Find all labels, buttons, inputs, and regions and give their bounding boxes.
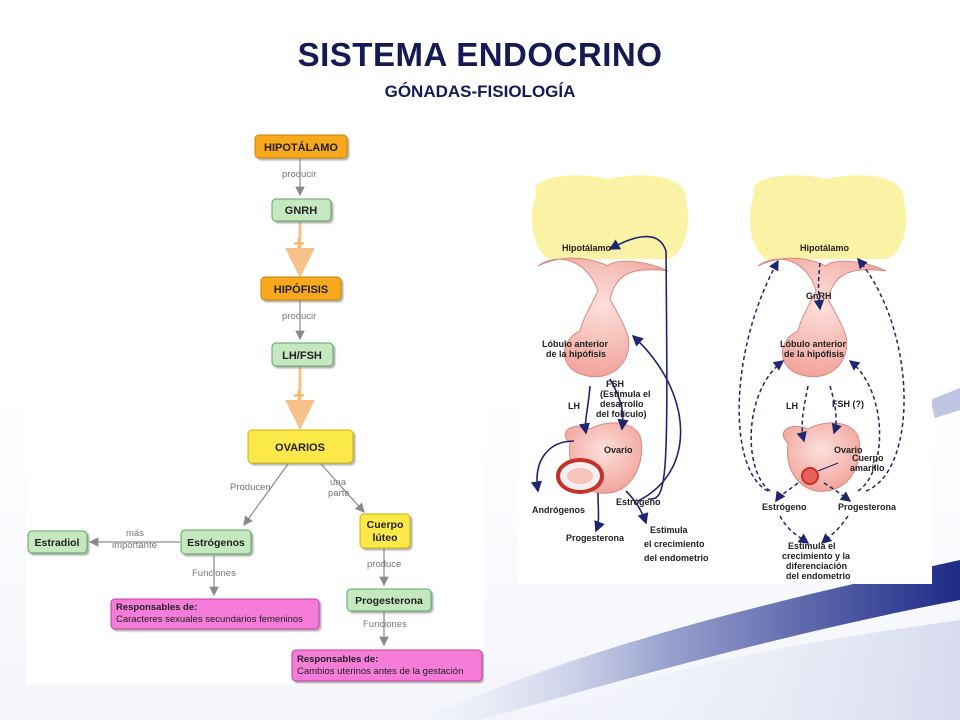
node-gnrh: GNRH xyxy=(271,198,332,222)
svg-text:Estrógeno: Estrógeno xyxy=(762,502,807,512)
link-label: importante xyxy=(112,540,157,551)
connector-ovarios-cuerpo xyxy=(320,463,365,513)
svg-text:del endometrio: del endometrio xyxy=(786,571,851,581)
svg-text:Estradiol: Estradiol xyxy=(35,537,80,549)
svg-text:de la hipófisis: de la hipófisis xyxy=(784,349,844,359)
link-label: Funciones xyxy=(363,619,407,630)
svg-text:(Estimula el: (Estimula el xyxy=(600,389,651,399)
illustration-right: Hipotálamo GnRH Lóbulo anterior de la hi… xyxy=(738,175,907,581)
plus-sign: + xyxy=(293,233,305,255)
illustration-left: Hipotálamo Lóbulo anterior de la hipófis… xyxy=(530,175,709,563)
node-hipofisis: HIPÓFISIS xyxy=(260,276,342,301)
link-label: más xyxy=(126,528,144,539)
node-responsables-1: Responsables de: Caracteres sexuales sec… xyxy=(110,598,320,630)
svg-text:crecimiento y la: crecimiento y la xyxy=(782,551,851,561)
feedback-diagram-panel: Hipotálamo Lóbulo anterior de la hipófis… xyxy=(518,171,932,584)
connector-ovarios-estrogenos xyxy=(243,463,289,526)
svg-text:Andrógenos: Andrógenos xyxy=(532,505,585,515)
svg-text:desarrollo: desarrollo xyxy=(600,399,644,409)
slide-title: SISTEMA ENDOCRINO xyxy=(297,36,663,73)
svg-text:Cuerpo: Cuerpo xyxy=(852,453,884,463)
svg-text:Hipotálamo: Hipotálamo xyxy=(800,243,850,253)
link-label: Funciones xyxy=(192,568,236,579)
svg-text:Progesterona: Progesterona xyxy=(355,595,423,607)
svg-text:el crecimiento: el crecimiento xyxy=(644,539,705,549)
node-estrogenos: Estrógenos xyxy=(180,529,252,555)
svg-text:OVARIOS: OVARIOS xyxy=(275,442,325,454)
link-label: produce xyxy=(367,559,401,570)
hypothalamus-shape-right xyxy=(749,175,907,259)
svg-text:Responsables de:: Responsables de: xyxy=(297,654,378,665)
link-label: una xyxy=(330,477,347,488)
node-hipotalamo: HIPOTÁLAMO xyxy=(254,134,348,159)
svg-text:amarillo: amarillo xyxy=(850,463,885,473)
node-estradiol: Estradiol xyxy=(27,530,88,554)
svg-text:del folículo): del folículo) xyxy=(596,409,647,419)
svg-text:Progesterona: Progesterona xyxy=(566,533,625,543)
link-label: producir xyxy=(282,311,316,322)
svg-text:HIPOTÁLAMO: HIPOTÁLAMO xyxy=(264,141,338,154)
corpus-luteum-shape xyxy=(801,467,819,485)
svg-text:LH: LH xyxy=(786,401,798,411)
svg-text:Cambios uterinos antes de la g: Cambios uterinos antes de la gestación xyxy=(297,666,463,677)
svg-text:Lóbulo anterior: Lóbulo anterior xyxy=(780,339,846,349)
plus-sign: + xyxy=(293,385,305,407)
svg-text:Responsables de:: Responsables de: xyxy=(116,602,197,613)
svg-text:FSH: FSH xyxy=(606,379,624,389)
svg-text:HIPÓFISIS: HIPÓFISIS xyxy=(274,283,328,296)
link-label: parte xyxy=(328,488,350,499)
svg-text:Caracteres sexuales secundario: Caracteres sexuales secundarios femenino… xyxy=(116,614,303,625)
pituitary-shape xyxy=(537,257,669,378)
svg-text:Cuerpo: Cuerpo xyxy=(367,519,404,531)
feedback-diagram: Hipotálamo Lóbulo anterior de la hipófis… xyxy=(530,175,907,581)
svg-text:del endometrio: del endometrio xyxy=(644,553,709,563)
svg-text:Ovario: Ovario xyxy=(834,445,863,455)
svg-text:Progesterona: Progesterona xyxy=(838,502,897,512)
node-progesterona: Progesterona xyxy=(346,588,432,612)
svg-text:Ovario: Ovario xyxy=(604,445,633,455)
svg-text:LH: LH xyxy=(568,401,580,411)
svg-text:GNRH: GNRH xyxy=(285,205,317,217)
svg-text:Estimula el: Estimula el xyxy=(788,541,836,551)
pituitary-shape-right xyxy=(757,257,887,378)
concept-map-panel: producir + producir + Producen una parte… xyxy=(26,132,484,685)
svg-text:LH/FSH: LH/FSH xyxy=(282,350,322,362)
node-cuerpo-luteo: Cuerpo lúteo xyxy=(359,513,411,549)
ovary-shape-right xyxy=(782,422,861,492)
link-label: Producen xyxy=(230,482,271,493)
svg-text:Estimula: Estimula xyxy=(650,525,689,535)
slide-subtitle: GÓNADAS-FISIOLOGÍA xyxy=(384,82,576,101)
svg-text:de la hipófisis: de la hipófisis xyxy=(546,349,606,359)
svg-text:diferenciación: diferenciación xyxy=(786,561,847,571)
concept-map: producir + producir + Producen una parte… xyxy=(27,134,483,682)
svg-text:Hipotálamo: Hipotálamo xyxy=(562,243,612,253)
svg-text:FSH (?): FSH (?) xyxy=(832,399,864,409)
node-lh-fsh: LH/FSH xyxy=(271,342,334,367)
svg-text:lúteo: lúteo xyxy=(372,532,397,544)
node-responsables-2: Responsables de: Cambios uterinos antes … xyxy=(291,649,483,682)
hypothalamus-shape xyxy=(531,175,689,259)
svg-text:Lóbulo anterior: Lóbulo anterior xyxy=(542,339,608,349)
svg-text:GnRH: GnRH xyxy=(806,291,832,301)
node-ovarios: OVARIOS xyxy=(247,429,354,464)
svg-text:Estrógeno: Estrógeno xyxy=(616,497,661,507)
svg-text:Estrógenos: Estrógenos xyxy=(187,537,245,549)
link-label: producir xyxy=(282,169,316,180)
